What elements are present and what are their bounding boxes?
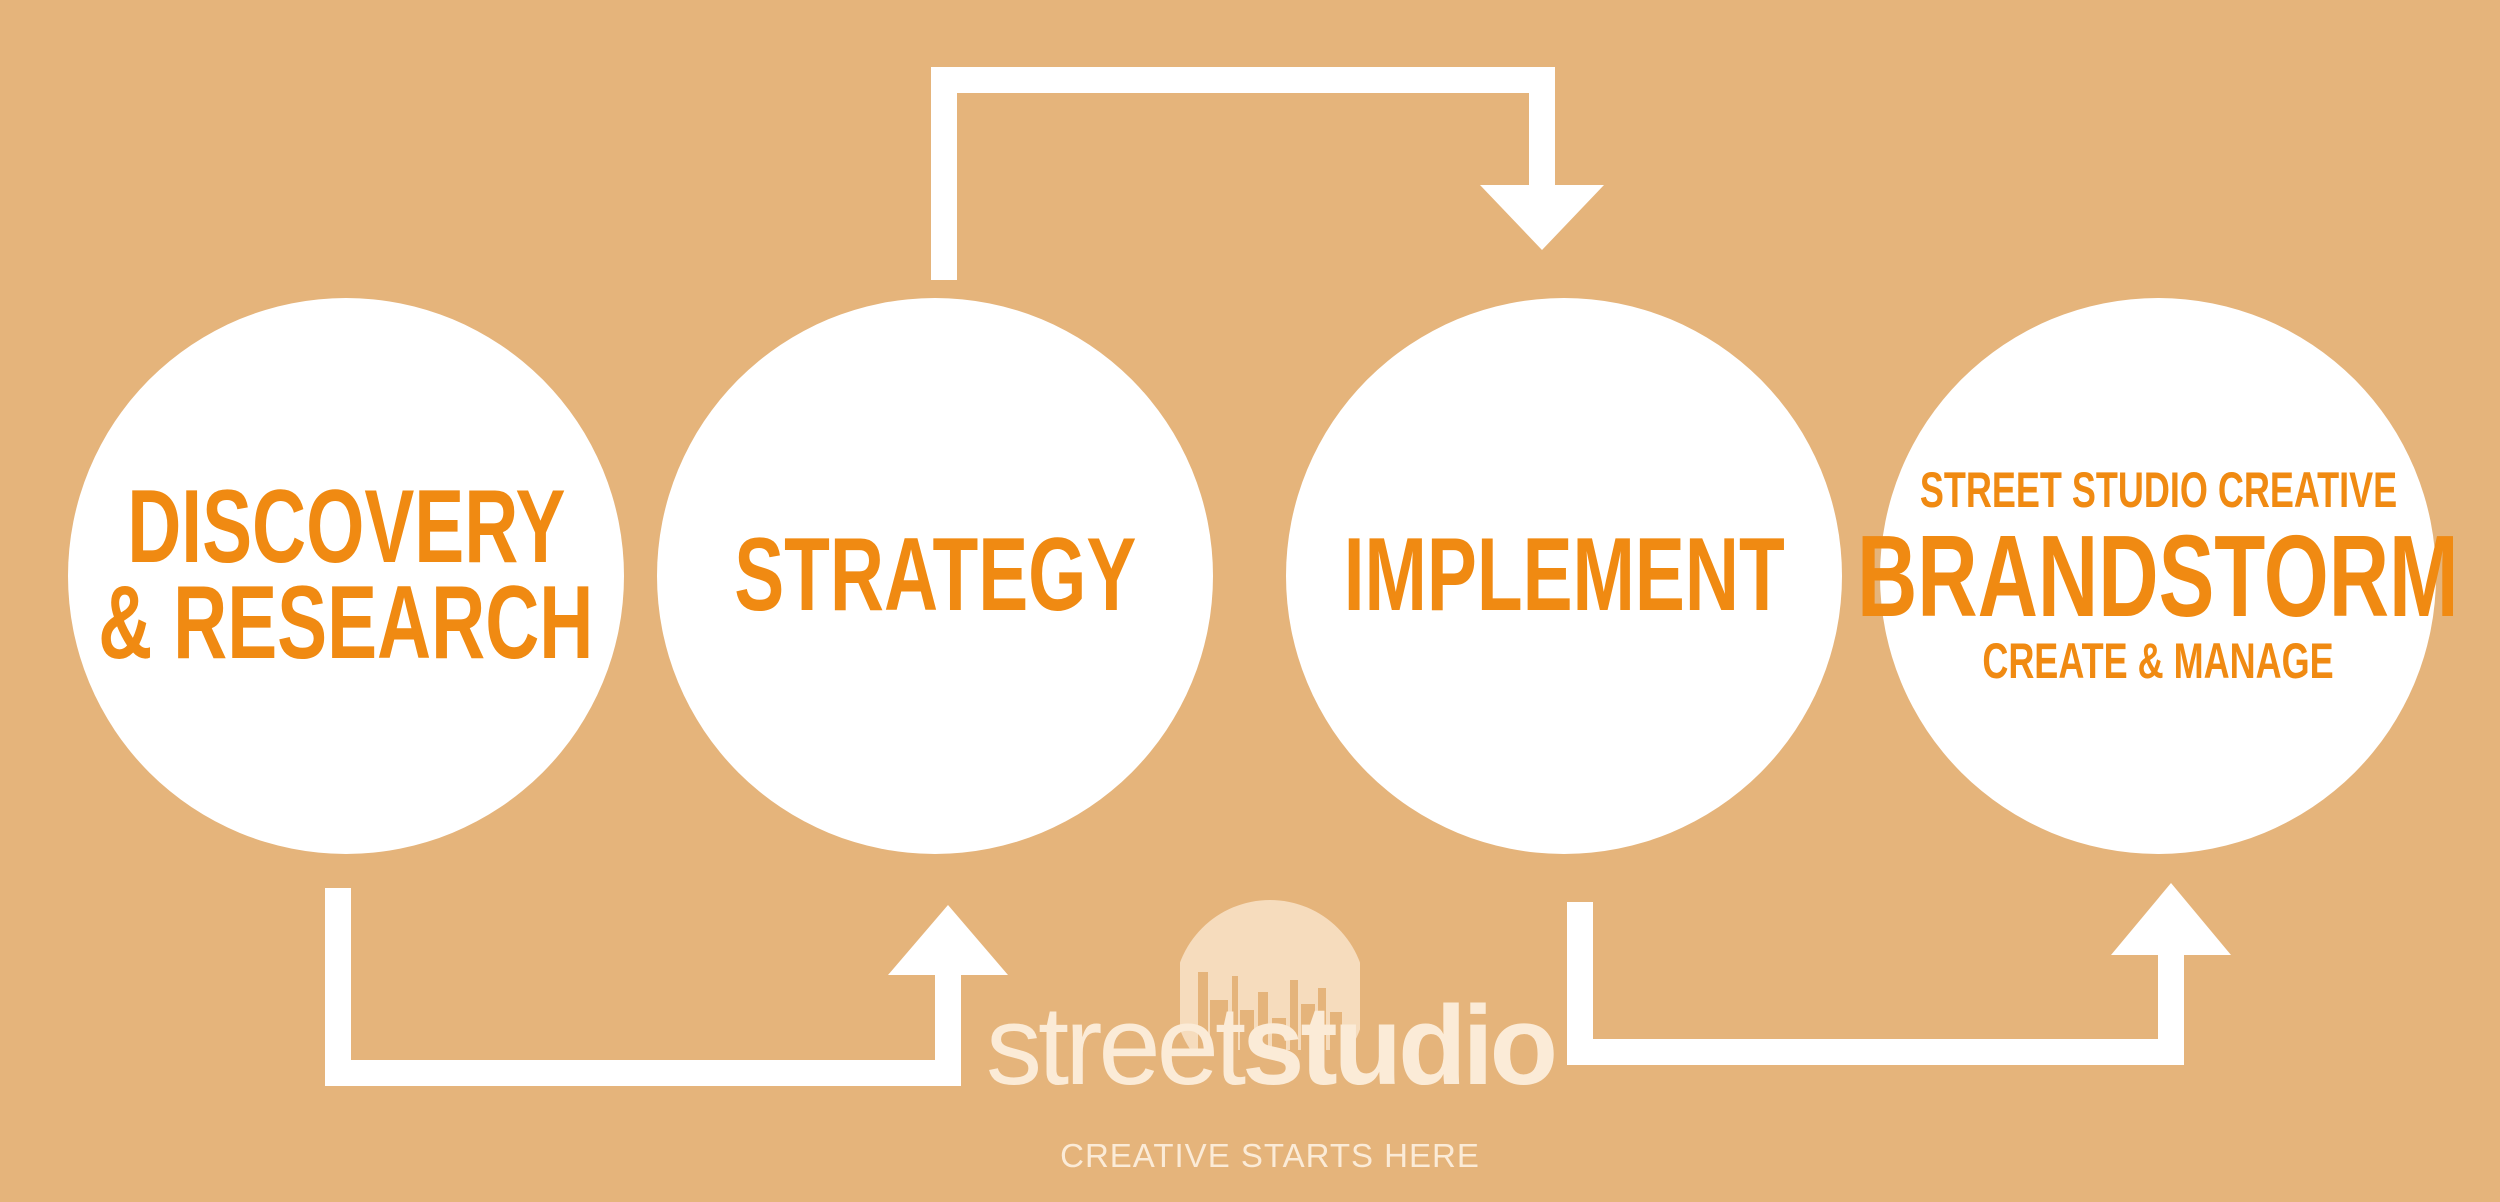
arrowhead-up-icon: [888, 905, 1008, 975]
step-title-line: & RESEARCH: [98, 565, 594, 681]
skyline-logo-icon: [1180, 900, 1360, 1050]
arrow-implement-to-brandstorm: [1567, 902, 2184, 1065]
brandstorm-name: BRANDSTORM: [1857, 510, 2459, 641]
logo-wordmark: streetstudio: [980, 990, 1560, 1102]
street-studio-logo: streetstudio CREATIVE STARTS HERE: [980, 890, 1560, 1190]
step-strategy: STRATEGY: [657, 298, 1213, 854]
logo-tagline: CREATIVE STARTS HERE: [1060, 1137, 1480, 1174]
arrow-discovery-to-strategy: [325, 888, 961, 1086]
step-title-line: DISCOVERY: [126, 469, 566, 586]
logo-word-studio: studio: [1242, 983, 1558, 1108]
step-title-line: STRATEGY: [733, 517, 1137, 634]
step-implement: IMPLEMENT: [1286, 298, 1842, 854]
brandstorm-bottom-line: CREATE & MANAGE: [1982, 633, 2334, 690]
arrow-strategy-to-implement: [931, 67, 1555, 280]
brandstorm-top-line: STREET STUDIO CREATIVE: [1919, 462, 2397, 519]
arrowhead-down-icon: [1480, 185, 1604, 250]
step-brandstorm: STREET STUDIO CREATIVE BRANDSTORM CREATE…: [1857, 298, 2459, 854]
step-discovery-research: DISCOVERY & RESEARCH: [68, 298, 624, 854]
step-title-line: IMPLEMENT: [1343, 517, 1785, 634]
logo-word-street: street: [985, 983, 1246, 1108]
arrowhead-up-icon: [2111, 883, 2231, 955]
